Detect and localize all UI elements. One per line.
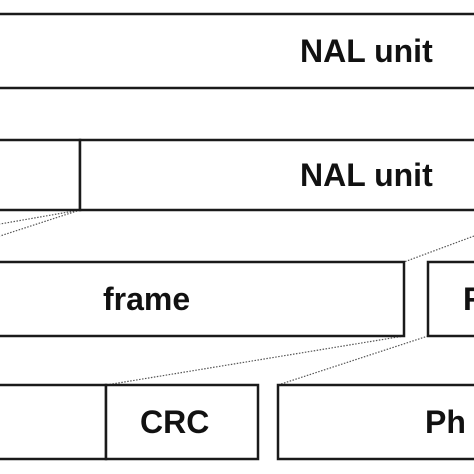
row3-partial-right-box <box>426 260 474 338</box>
row4-crc-label: CRC <box>140 404 209 440</box>
connector-row3-to-row4-right <box>277 335 429 386</box>
row3-frame-box <box>0 260 406 338</box>
row2-nal-unit: NAL unit <box>0 138 474 212</box>
row4-partial-right-box <box>276 383 474 461</box>
connector-row2-to-row3-left-2 <box>0 209 81 225</box>
connector-row2-to-row3-right <box>403 235 474 263</box>
row2-header-box <box>0 138 82 212</box>
row2-nal-unit-box <box>78 138 474 212</box>
row4-crc-box <box>104 383 260 461</box>
row2-nal-unit-label: NAL unit <box>300 157 433 193</box>
connector-row2-to-row3-left <box>0 209 81 237</box>
row4-crc: CRC Ph <box>0 383 474 461</box>
connector-row3-to-row4-left <box>105 335 405 386</box>
connector-lines <box>0 209 474 386</box>
row1-nal-unit-label: NAL unit <box>300 33 433 69</box>
row1-nal-unit: NAL unit <box>0 12 474 90</box>
row3-frame: frame F <box>0 260 474 338</box>
row4-partial-right-label: Ph <box>425 404 466 440</box>
row4-left-box <box>0 383 108 461</box>
row3-frame-label: frame <box>103 281 190 317</box>
row1-nal-unit-box <box>0 12 474 90</box>
row3-partial-right-label: F <box>463 281 474 317</box>
